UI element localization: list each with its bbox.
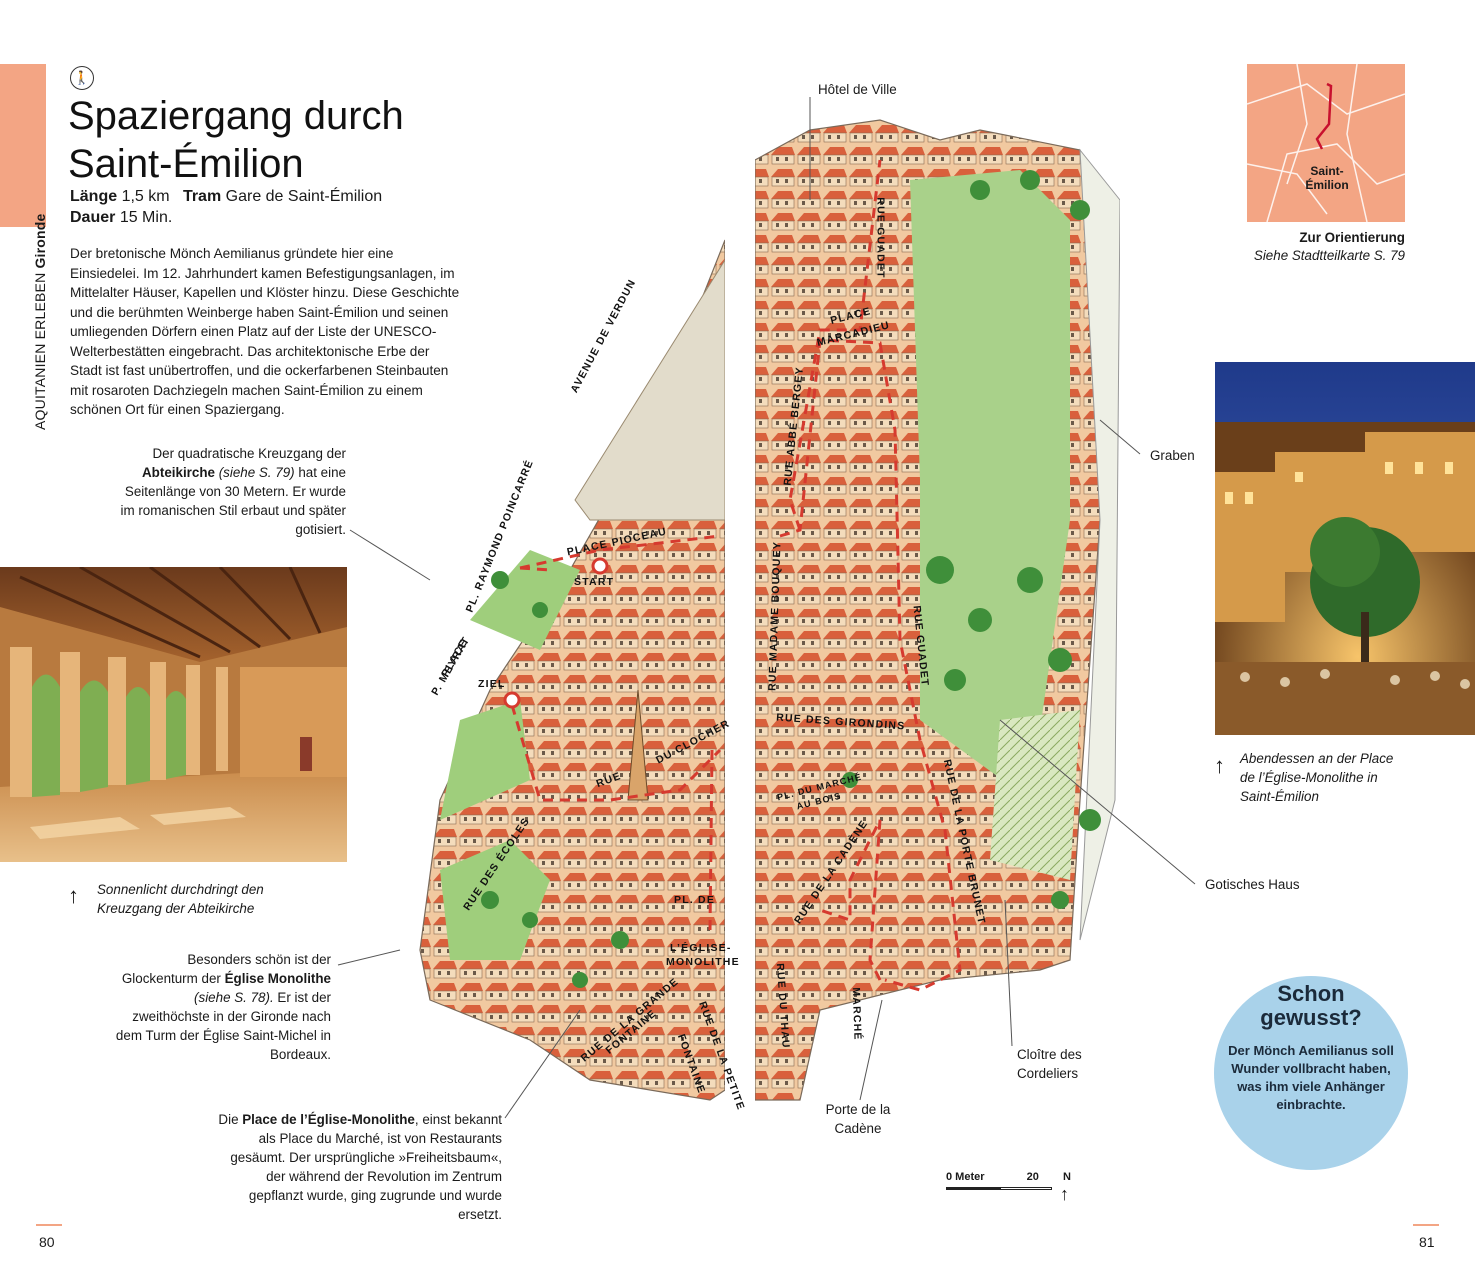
- arrow-up-icon-right: ↑: [1214, 753, 1225, 778]
- page-tick-right: [1413, 1224, 1439, 1226]
- street-eglise-2: MONOLITHE: [666, 956, 740, 968]
- scale-bar: 0 Meter 20: [946, 1171, 1039, 1183]
- page-title: Spaziergang durch Saint-Émilion: [68, 94, 404, 186]
- scale-line: [946, 1187, 1052, 1190]
- callout-text: Besonders schön ist der Glockenturm der: [121, 952, 331, 986]
- label-hotel-de-ville: Hôtel de Ville: [818, 82, 897, 97]
- label-graben: Graben: [1150, 448, 1195, 463]
- park-poincarre: [470, 550, 580, 650]
- section-color-bar: [0, 64, 46, 227]
- north-label: N: [1063, 1171, 1071, 1183]
- finish-label: ZIEL: [478, 678, 506, 690]
- cloister-caption: Sonnenlicht durchdringt den Kreuzgang de…: [97, 882, 264, 916]
- tram-label: Tram: [182, 188, 222, 205]
- orientation-subtitle: Siehe Stadtteilkarte S. 79: [1253, 248, 1405, 263]
- town-map: [419, 100, 1120, 1120]
- street-pl-de: PL. DE: [674, 894, 716, 906]
- orientation-title: Zur Orientierung: [1299, 230, 1405, 245]
- length-label: Länge: [70, 188, 118, 205]
- callout-text: , einst bekannt als Place du Marché, ist…: [230, 1112, 502, 1222]
- page-gutter: [725, 100, 755, 1120]
- park-meyrat: [440, 700, 530, 820]
- start-label: START: [574, 576, 615, 588]
- callout-bold: Place de l’Église-Monolithe: [242, 1112, 415, 1127]
- page-tick-left: [36, 1224, 62, 1226]
- place-callout: Die Place de l’Église-Monolithe, einst b…: [212, 1110, 502, 1224]
- fact-box-title: Schon gewusst?: [1260, 981, 1362, 1030]
- finish-marker: [503, 691, 521, 709]
- label-gotisches-haus: Gotisches Haus: [1205, 877, 1300, 892]
- page-number-left: 80: [39, 1234, 55, 1250]
- walking-route: [519, 338, 962, 992]
- moat: [1079, 148, 1120, 941]
- evening-photo: [1215, 362, 1475, 735]
- start-marker: [591, 557, 609, 575]
- cloister-photo: [0, 567, 347, 862]
- callout-text: Er ist der zweithöchste in der Gironde n…: [115, 990, 331, 1062]
- duration-value: 15 Min.: [119, 209, 173, 226]
- arrow-up-icon: ↑: [68, 883, 79, 908]
- vineyard: [990, 710, 1080, 880]
- walking-icon: 🚶: [70, 66, 94, 90]
- garden-area: [910, 170, 1070, 800]
- abbey-callout: Der quadratische Kreuzgang der Abteikirc…: [118, 444, 346, 539]
- intro-text: Der bretonische Mönch Aemilianus gründet…: [70, 246, 460, 417]
- tower-callout: Besonders schön ist der Glockenturm der …: [115, 950, 331, 1064]
- orientation-map-label: Saint-Émilion: [1305, 164, 1349, 192]
- walking-route-branch: [519, 159, 882, 981]
- orientation-map: Saint-Émilion: [1246, 63, 1406, 223]
- trees: [481, 170, 1101, 988]
- tram-value: Gare de Saint-Émilion: [225, 188, 383, 205]
- callout-text: Der quadratische Kreuzgang der: [152, 446, 346, 461]
- scale-zero: 0 Meter: [946, 1171, 985, 1183]
- callout-bold: Abteikirche: [142, 465, 215, 480]
- street-eglise-1: L’ÉGLISE-: [670, 942, 732, 954]
- label-porte-cadene: Porte de la Cadène: [825, 1102, 891, 1136]
- fact-box: Schon gewusst? Der Mönch Aemilianus soll…: [1214, 976, 1408, 1170]
- callout-ref: (siehe S. 78).: [194, 990, 274, 1005]
- callout-bold: Église Monolithe: [224, 971, 331, 986]
- duration-label: Dauer: [70, 209, 116, 226]
- length-value: 1,5 km: [121, 188, 170, 205]
- callout-ref: (siehe S. 79): [218, 465, 295, 480]
- bell-tower: [627, 689, 649, 801]
- callout-text: Die: [218, 1112, 239, 1127]
- walking-route-south: [510, 704, 722, 931]
- fact-box-body: Der Mönch Aemilianus soll Wunder vollbra…: [1228, 1043, 1394, 1112]
- label-cloitre: Cloître des Cordeliers: [1017, 1047, 1082, 1081]
- evening-caption: Abendessen an der Place de l’Église-Mono…: [1240, 751, 1394, 804]
- page-number-right: 81: [1419, 1234, 1435, 1250]
- callout-text: hat eine Seitenlänge von 30 Metern. Er w…: [120, 465, 346, 537]
- scale-segment: [1000, 1187, 1052, 1190]
- route-marker: [1315, 82, 1333, 150]
- north-arrow-icon: ↑: [1060, 1184, 1069, 1204]
- scale-value: 20: [1026, 1171, 1039, 1183]
- walk-facts: Länge 1,5 km Tram Gare de Saint-Émilion …: [70, 186, 382, 228]
